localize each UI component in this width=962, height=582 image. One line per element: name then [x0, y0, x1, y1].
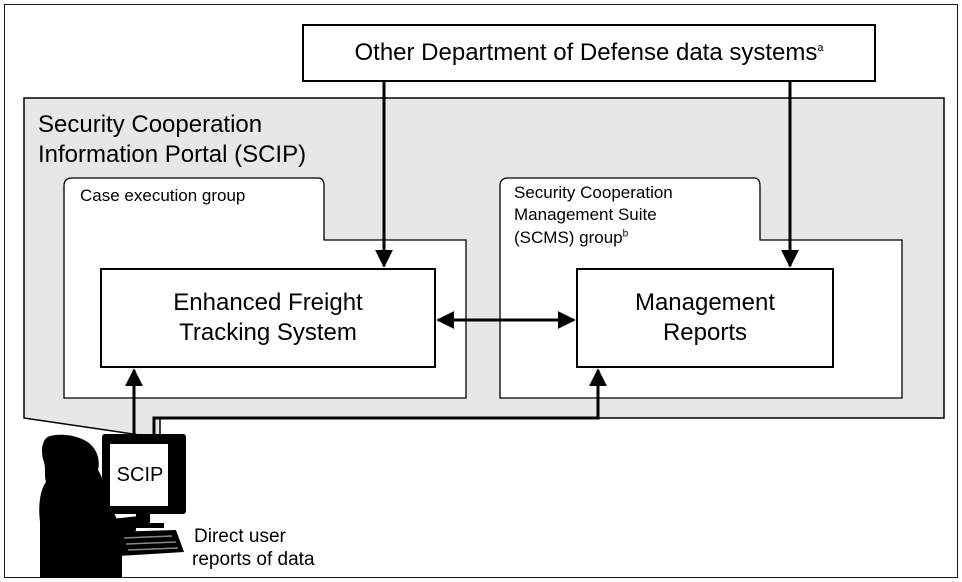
footnote-b: b [622, 228, 629, 240]
efts-label-line1: Enhanced Freight [173, 289, 363, 316]
figure-frame [4, 4, 958, 578]
user-caption: Direct user reports of data [192, 526, 315, 570]
dod-data-systems-label: Other Department of Defense data systems… [354, 39, 824, 66]
reports-label-line1: Management [634, 289, 776, 316]
monitor-screen-label: SCIP [116, 464, 164, 486]
case-execution-group-label: Case execution group [80, 186, 246, 205]
scip-portal-title: Security Cooperation Information Portal … [38, 110, 306, 170]
scms-group-label: Security Cooperation Management Suite (S… [514, 183, 673, 247]
management-reports-box: Management Reports [576, 268, 834, 368]
scip-portal-title-line2: Information Portal (SCIP) [38, 141, 307, 168]
arrow-monitor-to-reports [152, 368, 607, 436]
keyboard-icon [108, 530, 184, 556]
efts-label-line2: Tracking System [179, 319, 357, 346]
enhanced-freight-tracking-box: Enhanced Freight Tracking System [100, 268, 436, 368]
computer-monitor-icon [102, 434, 186, 528]
scip-portal-title-line1: Security Cooperation [38, 111, 263, 138]
footnote-a: a [817, 42, 824, 54]
reports-label-line2: Reports [662, 319, 748, 346]
dod-data-systems-box: Other Department of Defense data systems… [302, 24, 876, 82]
